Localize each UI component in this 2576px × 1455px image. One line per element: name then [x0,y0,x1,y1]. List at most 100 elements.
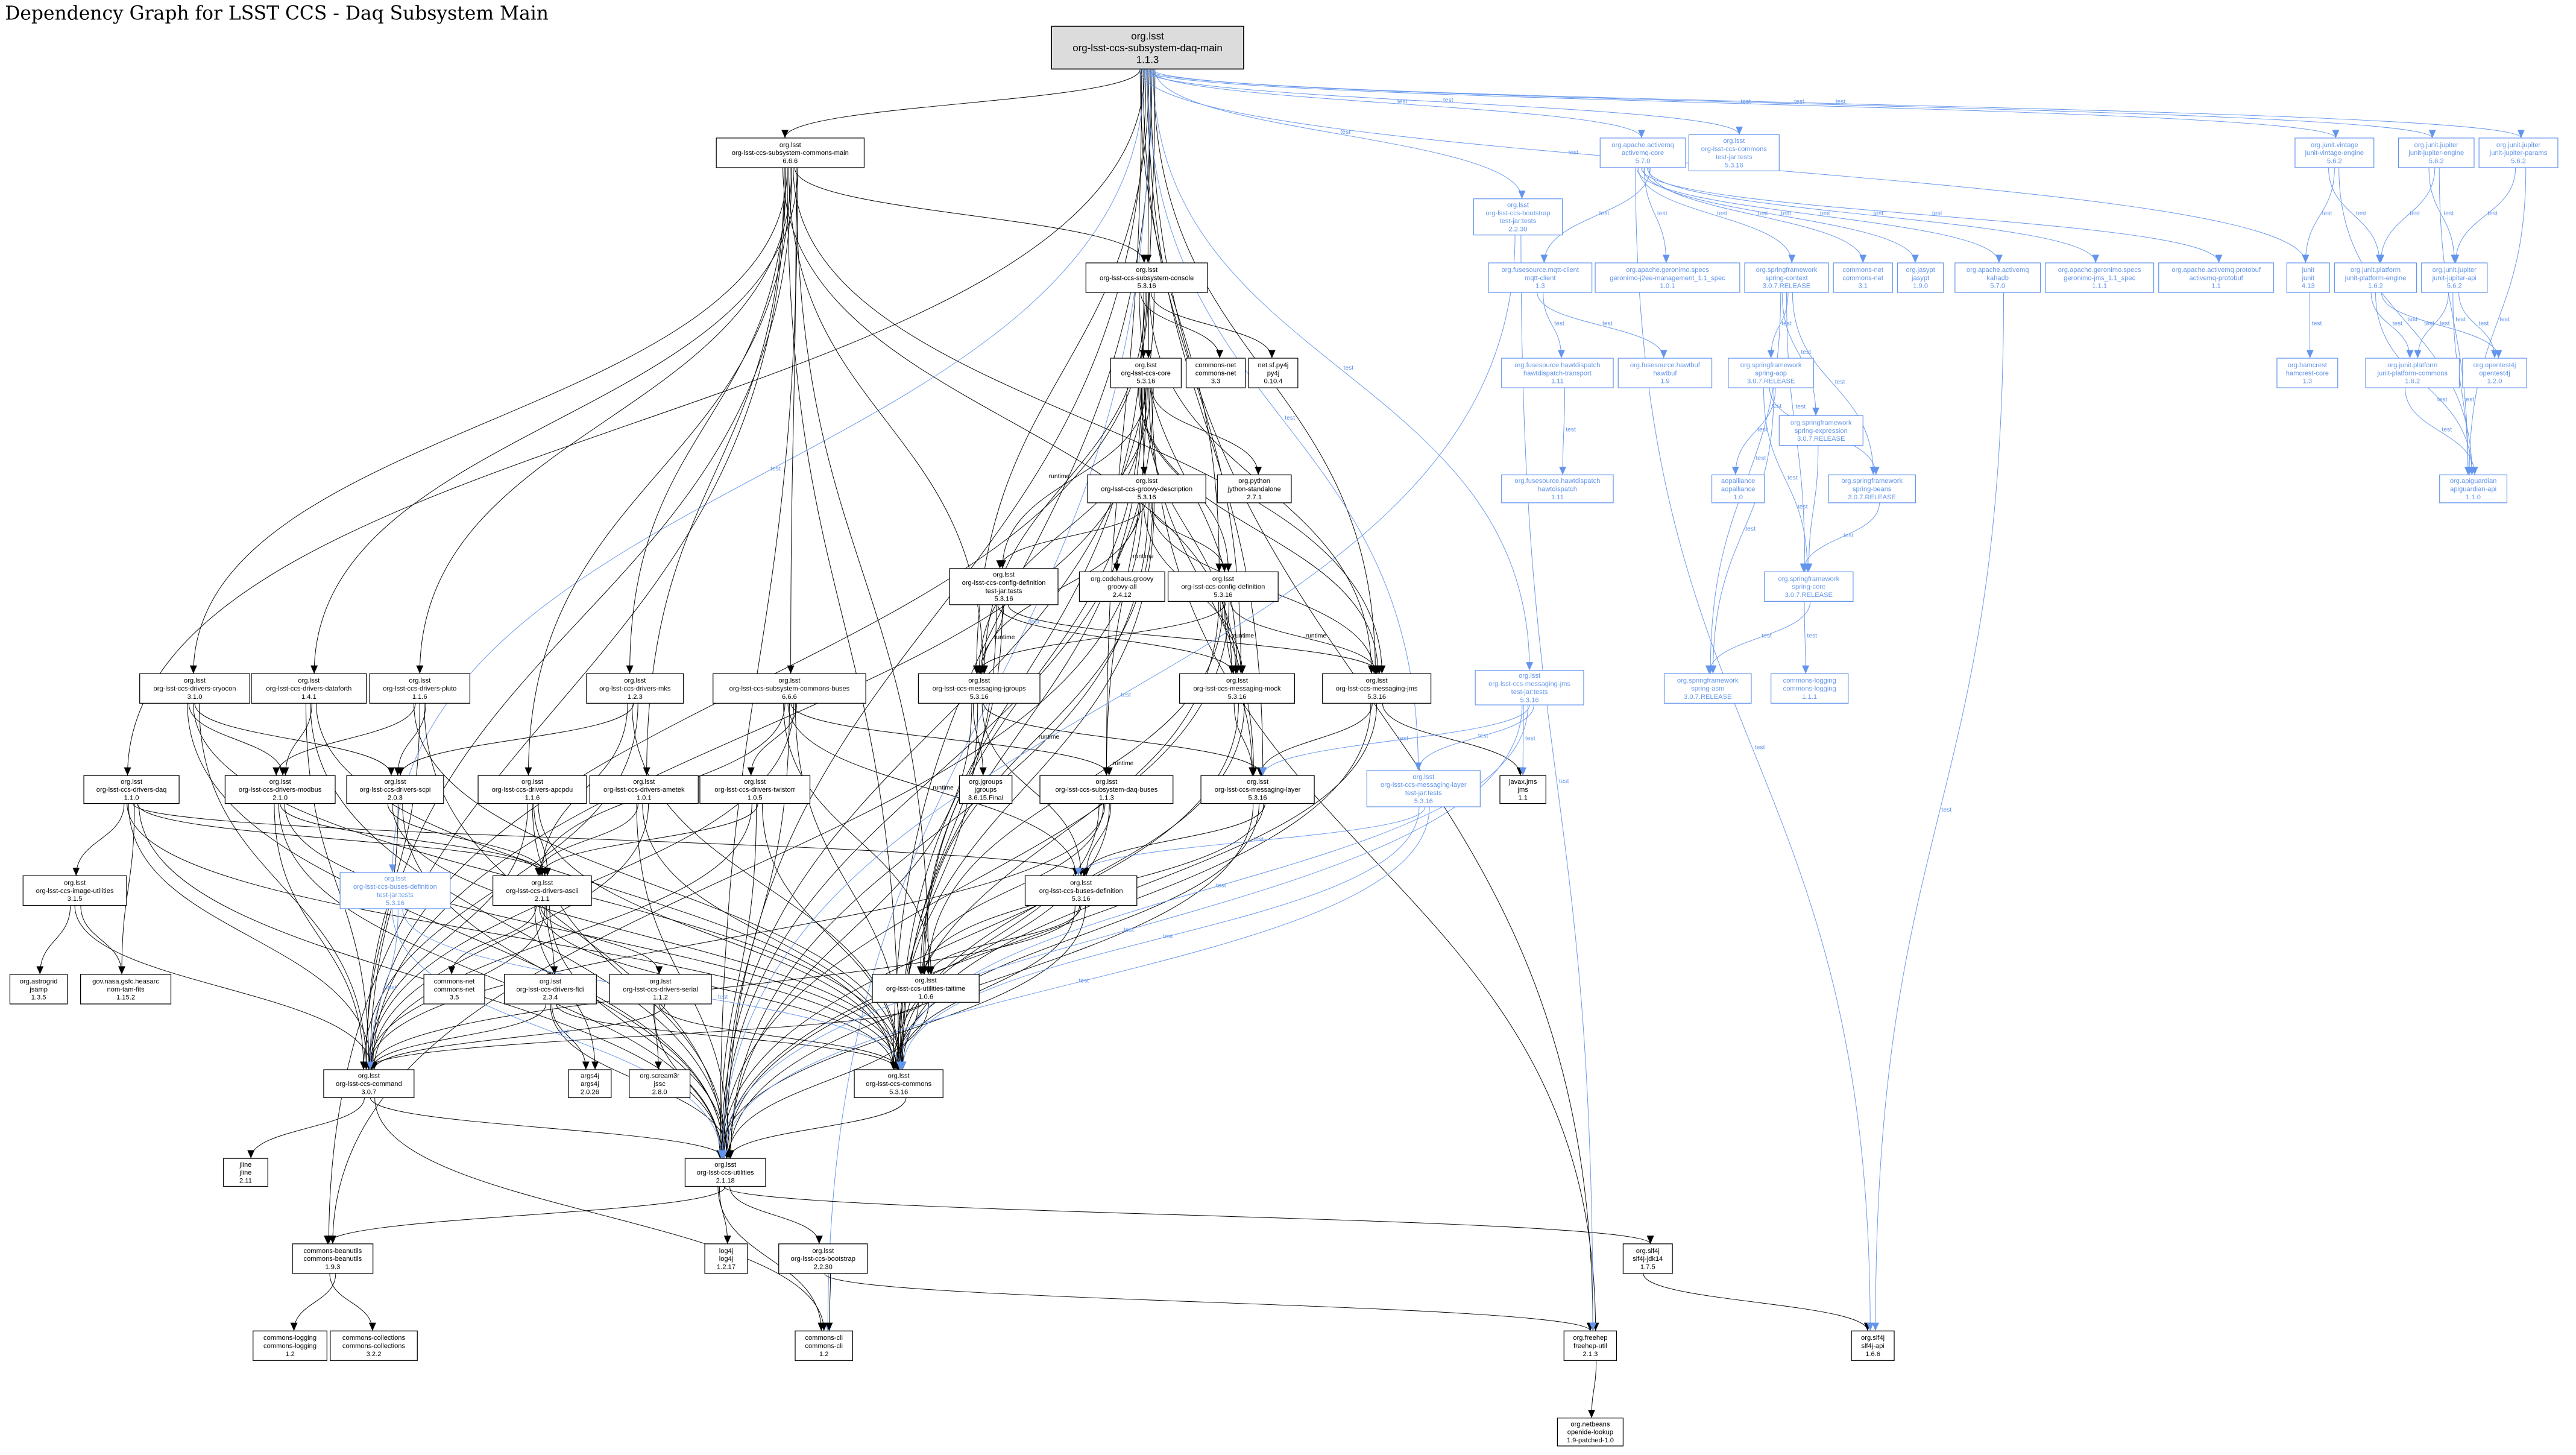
node-cmain[interactable]: org.lsstorg-lsst-ccs-subsystem-commons-m… [716,137,865,168]
edge-label: test [2440,321,2450,327]
node-cbuses[interactable]: org.lsstorg-lsst-ccs-subsystem-commons-b… [713,673,866,704]
node-label-line: org.slf4j [1861,1334,1885,1342]
node-mlayer[interactable]: org.lsstorg-lsst-ccs-messaging-layer5.3.… [1200,775,1315,804]
node-mjmstest[interactable]: org.lsstorg-lsst-ccs-messaging-jmstest-j… [1475,670,1584,705]
node-gerjms[interactable]: org.apache.geronimo.specsgeronimo-jms_1.… [2045,262,2155,293]
node-groovydesc[interactable]: org.lsstorg-lsst-ccs-groovy-description5… [1087,474,1206,503]
node-hawtdispatch[interactable]: org.fusesource.hawtdispatchhawtdispatch1… [1501,474,1614,503]
node-springexpr[interactable]: org.springframeworkspring-expression3.0.… [1778,415,1863,446]
node-label-line: geronimo-jms_1.1_spec [2064,274,2135,282]
node-taitime[interactable]: org.lsstorg-lsst-ccs-utilities-taitime1.… [872,974,980,1003]
node-mlayertest[interactable]: org.lsstorg-lsst-ccs-messaging-layertest… [1366,770,1481,807]
node-console[interactable]: org.lsstorg-lsst-ccs-subsystem-console5.… [1085,262,1208,293]
node-mjgroups[interactable]: org.lsstorg-lsst-ccs-messaging-jgroups5.… [918,673,1041,704]
node-openide[interactable]: org.netbeansopenide-lookup1.9-patched-1.… [1557,1418,1624,1447]
node-springctx[interactable]: org.springframeworkspring-context3.0.7.R… [1744,262,1829,293]
edge-busesdef-to-utilities [716,905,1086,1159]
node-springcore[interactable]: org.springframeworkspring-core3.0.7.RELE… [1764,571,1854,602]
node-cfgtest[interactable]: org.lsstorg-lsst-ccs-config-definitionte… [949,568,1059,605]
node-label-line: commons-beanutils [304,1255,362,1263]
edge-label: test [1343,365,1353,371]
node-protobuf[interactable]: org.apache.activemq.protobufactivemq-pro… [2158,262,2275,293]
node-cfg[interactable]: org.lsstorg-lsst-ccs-config-definition5.… [1167,571,1279,602]
node-cryocon[interactable]: org.lsstorg-lsst-ccs-drivers-cryocon3.1.… [139,673,250,704]
node-twistorr[interactable]: org.lsstorg-lsst-ccs-drivers-twistorr1.0… [699,775,811,804]
node-ccoll[interactable]: commons-collectionscommons-collections3.… [330,1330,418,1361]
node-gerj2ee[interactable]: org.apache.geronimo.specsgeronimo-j2ee-m… [1595,262,1740,293]
node-box [1248,358,1299,388]
node-jpcommons[interactable]: org.junit.platformjunit-platform-commons… [2365,358,2460,388]
node-jpengine[interactable]: org.junit.platformjunit-platform-engine1… [2334,262,2417,293]
node-vintage[interactable]: org.junit.vintagejunit-vintage-engine5.6… [2294,137,2375,168]
node-mmock[interactable]: org.lsstorg-lsst-ccs-messaging-mock5.3.1… [1179,673,1296,704]
node-busesdef[interactable]: org.lsstorg-lsst-ccs-buses-definition5.3… [1024,875,1138,906]
node-springasm[interactable]: org.springframeworkspring-asm3.0.7.RELEA… [1663,673,1752,704]
node-commonstest[interactable]: org.lsstorg-lsst-ccs-commonstest-jar:tes… [1688,134,1780,172]
node-hdtransport[interactable]: org.fusesource.hawtdispatchhawtdispatch-… [1501,358,1614,388]
node-root[interactable]: org.lsstorg-lsst-ccs-subsystem-daq-main1… [1051,25,1244,70]
node-imgutil[interactable]: org.lsstorg-lsst-ccs-image-utilities3.1.… [22,875,127,906]
node-jupengine[interactable]: org.junit.jupiterjunit-jupiter-engine5.6… [2398,137,2475,168]
node-bstest[interactable]: org.lsstorg-lsst-ccs-bootstraptest-jar:t… [1473,198,1563,236]
node-daqbuses[interactable]: org.lsstorg-lsst-ccs-subsystem-daq-buses… [1039,775,1174,804]
node-label-line: org-lsst-ccs-utilities-taitime [886,985,965,993]
node-busesdeftest[interactable]: org.lsstorg-lsst-ccs-buses-definitiontes… [339,872,451,909]
node-box [83,775,180,804]
node-box [492,875,592,906]
node-springbeans[interactable]: org.springframeworkspring-beans3.0.7.REL… [1828,474,1916,503]
edge-cryocon-to-utilities [187,703,728,1159]
node-jupparams[interactable]: org.junit.jupiterjunit-jupiter-params5.6… [2478,137,2559,168]
node-dataforth[interactable]: org.lsstorg-lsst-ccs-drivers-dataforth1.… [251,673,367,704]
node-springaop[interactable]: org.springframeworkspring-aop3.0.7.RELEA… [1728,358,1815,388]
